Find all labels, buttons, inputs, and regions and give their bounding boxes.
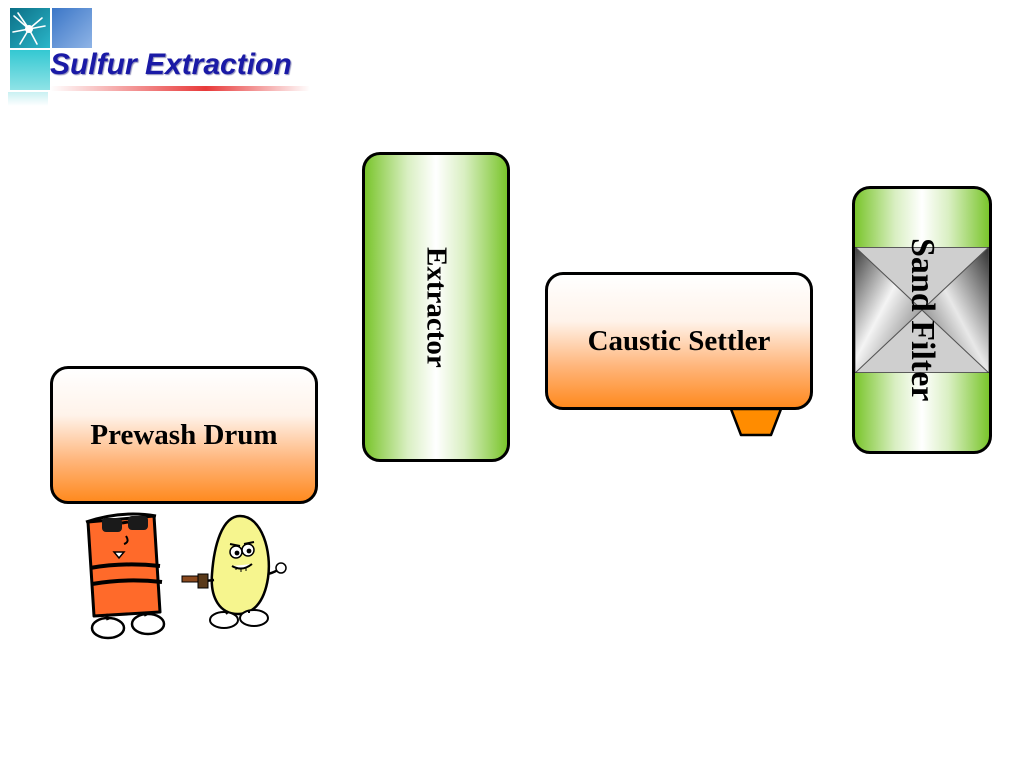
company-logo-icon: [8, 8, 92, 106]
logo-tile-bottom: [10, 50, 50, 90]
logo-tile-fade: [8, 92, 48, 106]
prewash-drum-vessel: Prewash Drum: [50, 366, 318, 504]
title-underline: [50, 86, 310, 91]
prewash-drum-label: Prewash Drum: [90, 418, 278, 451]
filter-bed-icon: [855, 247, 989, 373]
sand-filter-vessel: Sand Filter: [852, 186, 992, 454]
sand-filter-label: Sand Filter: [904, 238, 941, 402]
settler-boot-icon: [729, 407, 783, 437]
starburst-icon: [12, 12, 46, 45]
drum-mascot-icon: [85, 512, 166, 640]
page-title: Sulfur Extraction: [50, 48, 292, 81]
egg-mascot-icon: [181, 514, 287, 629]
extractor-vessel: Extractor: [362, 152, 510, 462]
extractor-label: Extractor: [420, 246, 453, 368]
caustic-settler-vessel: Caustic Settler: [545, 272, 813, 410]
caustic-settler-label: Caustic Settler: [587, 324, 771, 357]
logo-tile-top-right: [52, 8, 92, 48]
